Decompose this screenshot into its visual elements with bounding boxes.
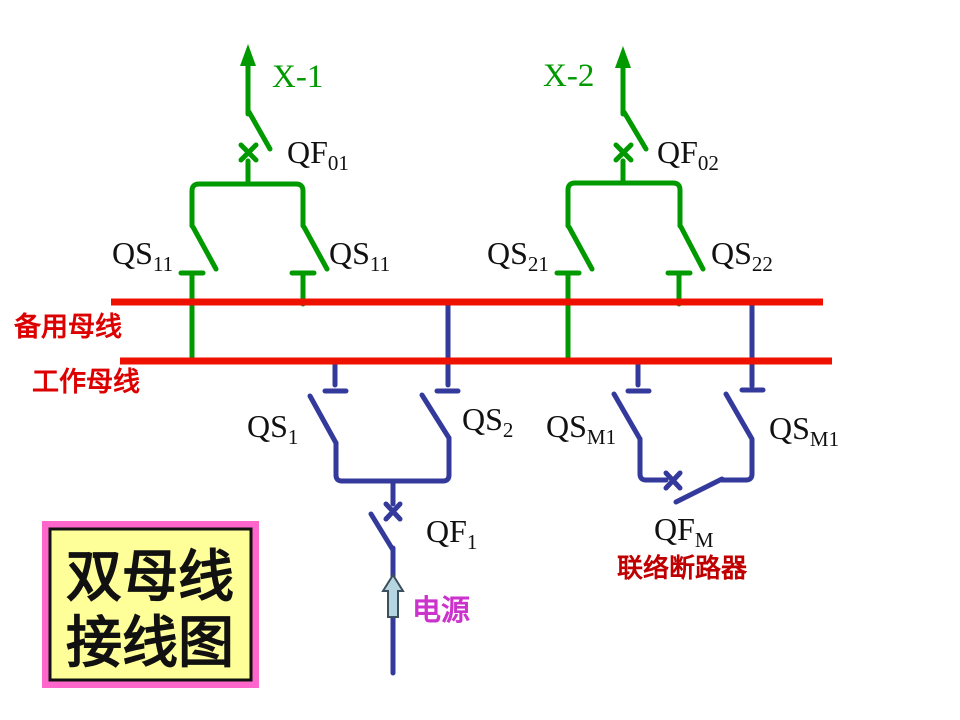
qf01-breaker-symbol (238, 109, 273, 187)
qfm-label: QFM (654, 511, 714, 552)
title-line1: 双母线 (66, 547, 234, 609)
feeder-x2-bay: X-2 QF02 QS21 QS22 (487, 46, 773, 365)
qs11-right-disconnector-symbol (289, 224, 330, 307)
working-bus-label: 工作母线 (32, 367, 140, 397)
power-source-label: 电源 (412, 594, 470, 627)
tie-right-elbow (719, 437, 755, 483)
qs2-label: QS2 (462, 401, 513, 442)
feeder-x1-bay: X-1 QF01 QS11 QS11 (112, 44, 390, 365)
qsm1-right-label: QSM1 (769, 410, 839, 451)
qs21-disconnector-symbol (554, 224, 595, 365)
x1-feeder-label: X-1 (272, 59, 323, 95)
qf02-breaker-symbol (613, 109, 649, 186)
source-bay: QS1 QS2 QF1 电源 (247, 298, 513, 676)
qs2-disconnector-symbol (419, 298, 461, 441)
qs11-right-label: QS11 (329, 235, 390, 276)
feeder-x1-branch-bracket (189, 181, 306, 229)
qsm1-left-disconnector-symbol (611, 357, 652, 442)
qs11-left-disconnector-symbol (178, 224, 219, 365)
qs11-left-label: QS11 (112, 235, 173, 276)
qf01-label: QF01 (287, 134, 349, 175)
title-box-panel (48, 527, 253, 682)
feeder-x2-branch-bracket (565, 180, 683, 229)
qs21-label: QS21 (487, 235, 549, 276)
title-line2: 接线图 (66, 613, 234, 675)
busbars: 备用母线 工作母线 (13, 298, 832, 397)
source-bay-merge-bracket (333, 435, 452, 484)
qsm1-left-label: QSM1 (546, 408, 616, 449)
tie-breaker-caption: 联络断路器 (617, 553, 748, 583)
qs1-disconnector-symbol (307, 357, 349, 446)
tie-left-elbow (637, 436, 669, 483)
feeder-x2-arrow-icon (615, 46, 631, 117)
title-box: 双母线 接线图 (42, 521, 259, 688)
qf1-breaker-symbol (368, 478, 403, 553)
qsm1-right-disconnector-symbol (723, 298, 766, 442)
qs22-disconnector-symbol (665, 224, 706, 307)
standby-bus-label: 备用母线 (13, 312, 122, 342)
qf02-label: QF02 (657, 134, 719, 175)
bus-tie-bay: QSM1 QSM1 QFM 联络断路器 (546, 298, 839, 583)
power-source-arrow-icon (381, 573, 405, 618)
qs1-label: QS1 (247, 408, 298, 449)
qf1-label: QF1 (426, 513, 477, 554)
feeder-x1-arrow-icon (240, 44, 256, 117)
qs22-label: QS22 (711, 235, 773, 276)
x2-feeder-label: X-2 (543, 58, 594, 94)
qfm-breaker-symbol (663, 470, 725, 505)
